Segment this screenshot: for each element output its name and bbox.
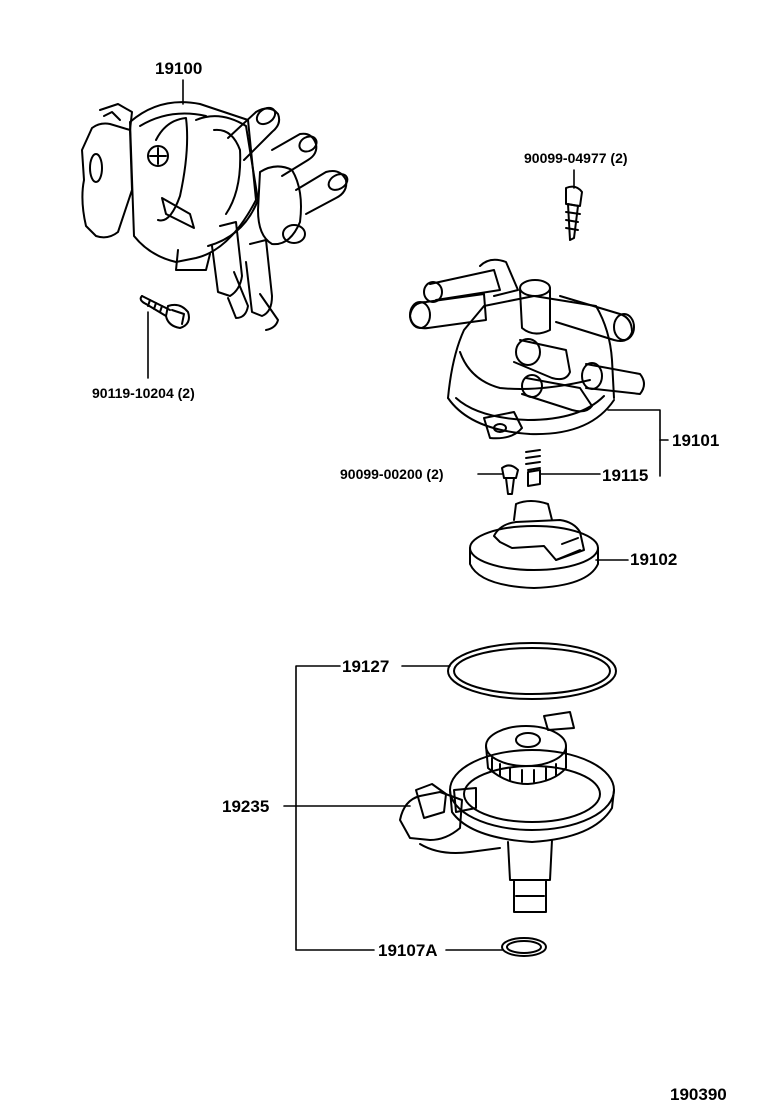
label-rotor: 19102 bbox=[630, 550, 678, 569]
leader-lines bbox=[147, 79, 669, 951]
label-cap: 19101 bbox=[672, 431, 720, 450]
label-rotor-screw: 90099-00200 (2) bbox=[340, 466, 444, 482]
label-mount-bolt: 90119-10204 (2) bbox=[92, 385, 195, 401]
rotor-screw-drawing bbox=[501, 464, 519, 495]
label-o-ring: 19127 bbox=[342, 657, 390, 676]
distributor-cap-drawing bbox=[409, 258, 645, 440]
spring-drawing bbox=[525, 449, 541, 487]
label-assembly: 19100 bbox=[155, 59, 203, 78]
small-o-ring-drawing bbox=[501, 937, 547, 957]
leader-bracket-19127-19107a bbox=[295, 665, 375, 951]
mount-bolt-drawing bbox=[139, 295, 190, 329]
distributor-assembly-drawing bbox=[81, 101, 349, 331]
o-ring-drawing bbox=[447, 642, 617, 700]
leader-19101-bracket bbox=[607, 409, 661, 477]
cap-screw-drawing bbox=[565, 185, 583, 241]
label-cap-screw: 90099-04977 (2) bbox=[524, 150, 628, 166]
label-housing: 19235 bbox=[222, 797, 270, 816]
label-spring: 19115 bbox=[602, 466, 649, 485]
label-small-o-ring: 19107A bbox=[378, 941, 438, 960]
housing-drawing bbox=[399, 711, 615, 913]
rotor-drawing bbox=[469, 500, 599, 589]
figure-number: 190390 bbox=[670, 1085, 727, 1104]
